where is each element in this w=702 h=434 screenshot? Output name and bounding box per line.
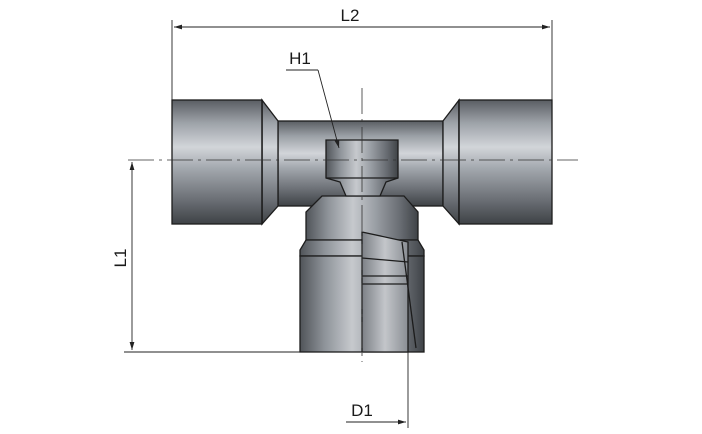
l2-label: L2 (341, 6, 360, 25)
main-run-body (171, 98, 553, 226)
right-chamfer (442, 98, 460, 226)
left-nut (171, 99, 263, 225)
d1-label: D1 (351, 401, 373, 420)
thread-line-1 (361, 257, 409, 263)
right-nut (458, 99, 553, 225)
thread-taper-line (401, 241, 417, 349)
left-chamfer (261, 98, 279, 226)
h1-label: H1 (289, 49, 311, 68)
l1-label: L1 (111, 249, 130, 268)
dimension-d1: D1 (346, 352, 409, 428)
dimension-l2: L2 (171, 6, 553, 100)
dimension-l1: L1 (111, 162, 300, 353)
branch-bore-cutaway (361, 231, 409, 353)
h1-leader-line (317, 69, 340, 149)
branch-body (299, 195, 425, 353)
leader-h1: H1 (286, 49, 340, 149)
